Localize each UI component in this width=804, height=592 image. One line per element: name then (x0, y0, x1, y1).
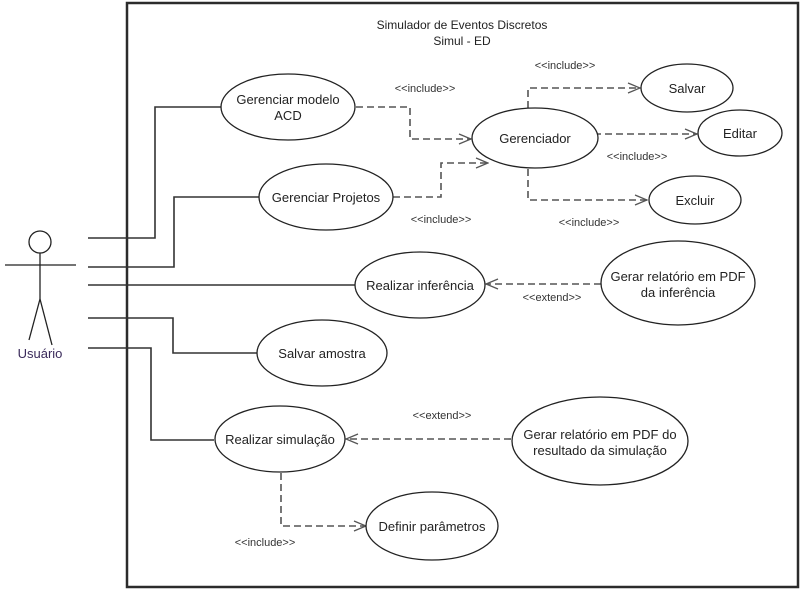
association-gerenciar-projetos (88, 196, 259, 268)
include-projetos-gerenciador (393, 163, 488, 198)
use-case-label: Gerar relatório em PDF do (523, 427, 676, 442)
use-case-excluir[interactable]: Excluir (648, 175, 742, 225)
actor-head (28, 230, 52, 254)
use-case-label: Gerenciador (499, 131, 571, 146)
use-case-label: resultado da simulação (533, 443, 667, 458)
use-case-gerar-pdf-simulacao[interactable]: Gerar relatório em PDF do resultado da s… (511, 396, 689, 486)
use-case-label: Gerenciar Projetos (272, 190, 381, 205)
association-salvar-amostra (88, 317, 257, 354)
system-title-line1: Simulador de Eventos Discretos (377, 18, 548, 32)
include-gerenciador-excluir (527, 169, 647, 200)
actor-leg-left (28, 298, 41, 341)
use-case-label: Realizar inferência (366, 278, 474, 293)
label-include-parametros: <<include>> (235, 537, 296, 549)
use-case-realizar-simulacao[interactable]: Realizar simulação (214, 405, 346, 473)
use-case-label: da inferência (641, 285, 716, 300)
association-gerenciar-modelo (88, 106, 221, 239)
use-case-salvar-amostra[interactable]: Salvar amostra (256, 319, 388, 387)
label-include-projetos: <<include>> (411, 214, 472, 226)
include-modelo-gerenciador (356, 106, 471, 139)
use-case-realizar-inferencia[interactable]: Realizar inferência (354, 251, 486, 319)
use-case-salvar[interactable]: Salvar (640, 63, 734, 113)
use-case-label: Gerar relatório em PDF (610, 269, 745, 284)
use-case-label: Salvar (669, 81, 707, 96)
label-include-modelo: <<include>> (395, 83, 456, 95)
include-gerenciador-salvar (527, 88, 640, 108)
use-case-definir-parametros[interactable]: Definir parâmetros (365, 491, 499, 561)
use-case-label: Excluir (675, 193, 715, 208)
use-case-gerenciar-projetos[interactable]: Gerenciar Projetos (258, 163, 394, 231)
use-case-label: ACD (274, 108, 301, 123)
use-case-editar[interactable]: Editar (697, 109, 783, 157)
label-include-excluir: <<include>> (559, 217, 620, 229)
actor-label: Usuário (18, 346, 63, 361)
use-case-label: Definir parâmetros (379, 519, 486, 534)
actor-leg-right (39, 298, 53, 346)
use-case-label: Realizar simulação (225, 432, 335, 447)
label-extend-simulacao: <<extend>> (413, 410, 472, 422)
include-simulacao-parametros (280, 473, 366, 526)
use-case-label: Gerenciar modelo (236, 92, 339, 107)
use-case-label: Editar (723, 126, 758, 141)
use-case-gerenciador[interactable]: Gerenciador (471, 107, 599, 169)
use-case-gerar-pdf-inferencia[interactable]: Gerar relatório em PDF da inferência (600, 240, 756, 326)
use-case-label: Salvar amostra (278, 346, 366, 361)
association-realizar-simulacao (88, 347, 214, 441)
label-include-editar: <<include>> (607, 151, 668, 163)
label-include-salvar: <<include>> (535, 60, 596, 72)
label-extend-inferencia: <<extend>> (523, 292, 582, 304)
actor-usuario[interactable]: Usuário (5, 230, 76, 361)
system-title-line2: Simul - ED (433, 34, 491, 48)
use-case-gerenciar-modelo-acd[interactable]: Gerenciar modelo ACD (220, 73, 356, 141)
